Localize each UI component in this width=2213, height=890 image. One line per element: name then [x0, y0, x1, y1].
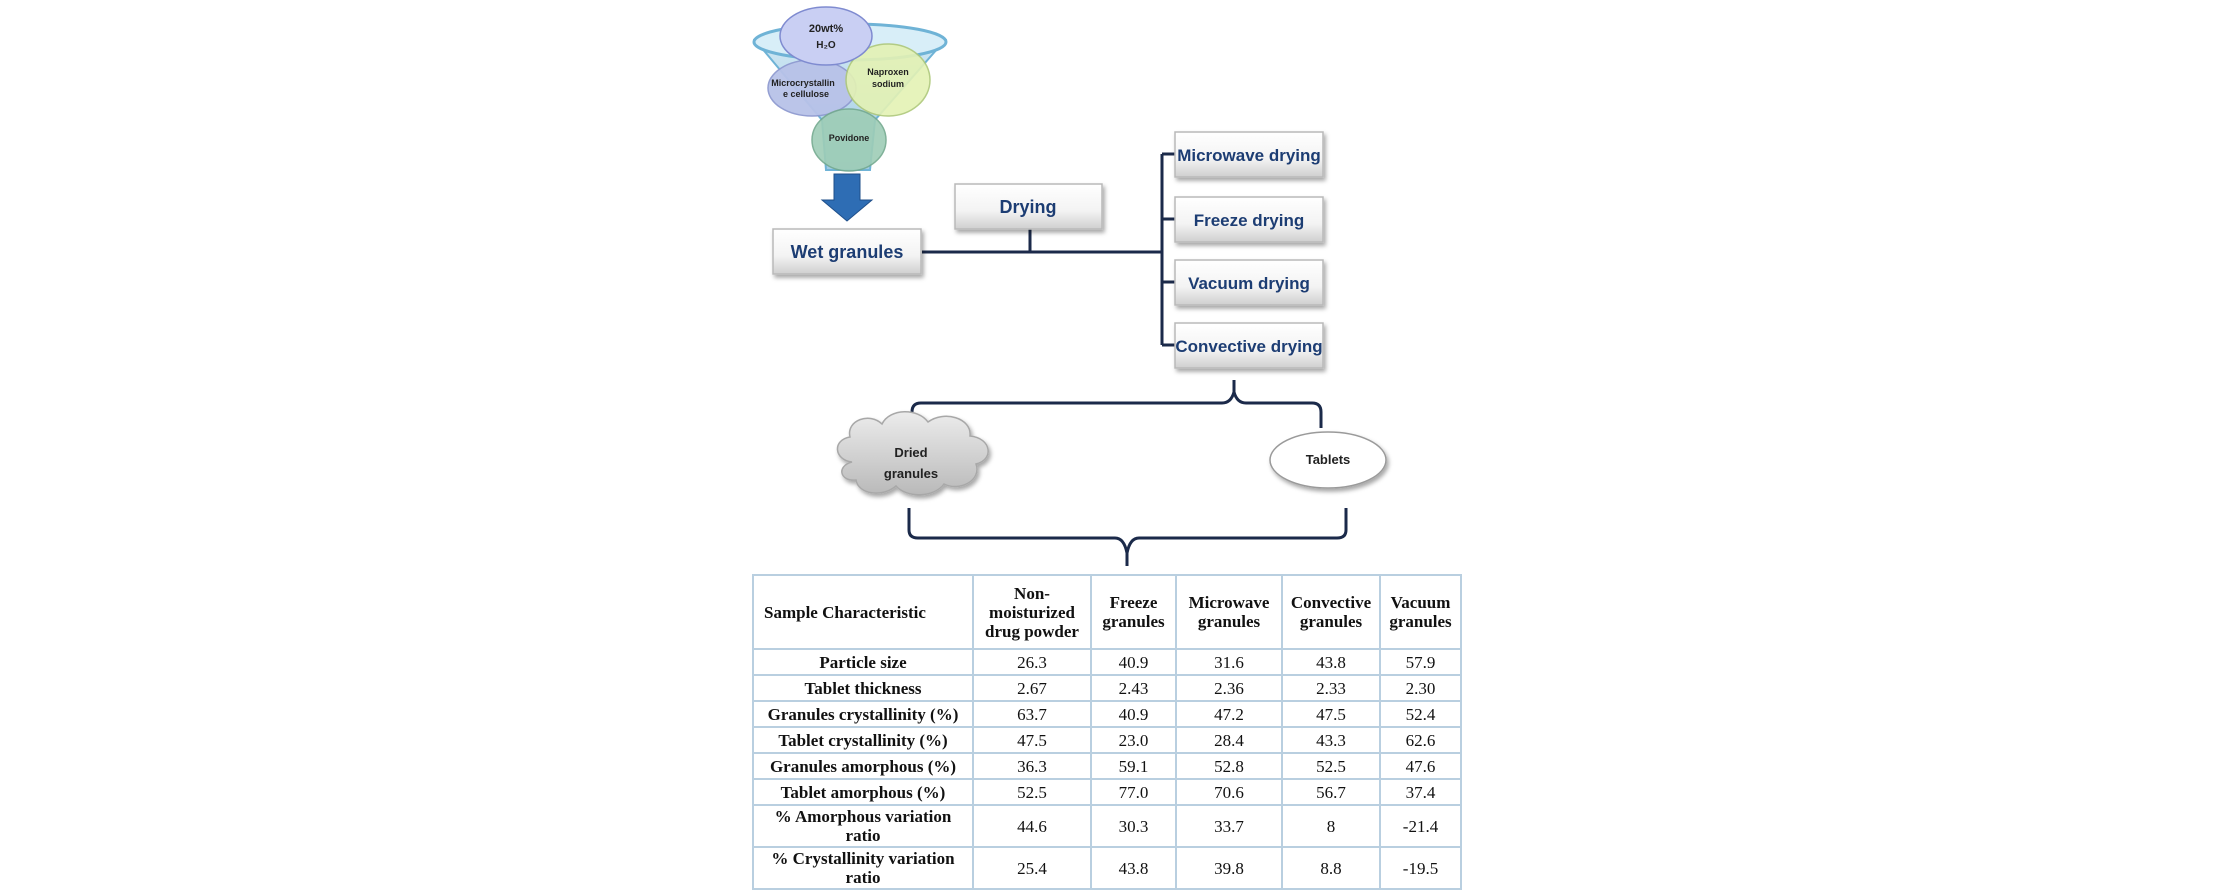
freeze-drying-label: Freeze drying: [1194, 211, 1305, 230]
table-cell: 47.6: [1379, 752, 1462, 780]
table-row: Granules amorphous (%) 36.3 59.1 52.8 52…: [752, 752, 1462, 780]
table-row: % Amorphous variation ratio 44.6 30.3 33…: [752, 804, 1462, 848]
wet-granules-box: Wet granules: [772, 228, 922, 275]
row-label: Granules amorphous (%): [752, 752, 974, 780]
table-cell: 70.6: [1175, 778, 1283, 806]
table-cell: 43.8: [1281, 648, 1381, 676]
vacuum-drying-label: Vacuum drying: [1188, 274, 1310, 293]
naproxen-label-line2: sodium: [872, 79, 904, 89]
water-label-line1: 20wt%: [809, 23, 843, 35]
table-row: Tablet amorphous (%) 52.5 77.0 70.6 56.7…: [752, 778, 1462, 806]
table-cell: 63.7: [972, 700, 1092, 728]
table-cell: 2.43: [1090, 674, 1177, 702]
table-cell: 52.8: [1175, 752, 1283, 780]
drying-method-convective: Convective drying: [1174, 322, 1324, 369]
column-header: Convective granules: [1281, 574, 1381, 650]
naproxen-label-line1: Naproxen: [867, 67, 909, 77]
table-cell: 62.6: [1379, 726, 1462, 754]
table-cell: 43.3: [1281, 726, 1381, 754]
column-header: Vacuum granules: [1379, 574, 1462, 650]
down-arrow-icon: [820, 173, 874, 222]
table-cell: 26.3: [972, 648, 1092, 676]
dried-granules-label-line2: granules: [884, 466, 938, 481]
drying-label: Drying: [999, 197, 1056, 217]
povidone-label: Povidone: [829, 133, 870, 143]
dried-granules-label-line1: Dried: [894, 445, 927, 460]
table-cell: 57.9: [1379, 648, 1462, 676]
table-cell: 43.8: [1090, 846, 1177, 890]
water-ingredient: [779, 6, 873, 66]
table-header-row: Sample Characteristic Non-moisturized dr…: [752, 574, 1462, 650]
table-cell: 59.1: [1090, 752, 1177, 780]
wet-granules-label: Wet granules: [791, 242, 904, 262]
dried-granules-cloud: Dried granules: [836, 411, 989, 496]
table-cell: 31.6: [1175, 648, 1283, 676]
row-label: Tablet crystallinity (%): [752, 726, 974, 754]
table-cell: 33.7: [1175, 804, 1283, 848]
table-cell: 25.4: [972, 846, 1092, 890]
table-cell: 23.0: [1090, 726, 1177, 754]
table-cell: 47.5: [972, 726, 1092, 754]
table-cell: 40.9: [1090, 648, 1177, 676]
connectors: [907, 152, 1348, 566]
table-cell: 39.8: [1175, 846, 1283, 890]
table-cell: 36.3: [972, 752, 1092, 780]
table-row: Tablet thickness 2.67 2.43 2.36 2.33 2.3…: [752, 674, 1462, 702]
table-cell: 37.4: [1379, 778, 1462, 806]
table-cell: 56.7: [1281, 778, 1381, 806]
water-label-line2: H₂O: [816, 40, 836, 51]
table-cell: 8.8: [1281, 846, 1381, 890]
table-row: Granules crystallinity (%) 63.7 40.9 47.…: [752, 700, 1462, 728]
results-table: Sample Characteristic Non-moisturized dr…: [752, 574, 1462, 890]
naproxen-sodium-ingredient: [845, 43, 931, 117]
ingredient-funnel: 20wt% H₂O Microcrystallin e cellulose Na…: [752, 6, 948, 172]
tablets-label: Tablets: [1306, 452, 1351, 467]
table-cell: 40.9: [1090, 700, 1177, 728]
table-cell: 47.2: [1175, 700, 1283, 728]
table-cell: 77.0: [1090, 778, 1177, 806]
table-cell: 30.3: [1090, 804, 1177, 848]
microcrystalline-cellulose-ingredient: [767, 59, 857, 117]
table-cell: -19.5: [1379, 846, 1462, 890]
row-label: Granules crystallinity (%): [752, 700, 974, 728]
povidone-ingredient: [811, 108, 887, 172]
table-cell: 2.30: [1379, 674, 1462, 702]
mcc-label-line1: Microcrystallin: [771, 78, 835, 88]
convective-drying-label: Convective drying: [1175, 337, 1322, 356]
tablets-shape: Tablets: [1269, 431, 1387, 489]
drying-method-freeze: Freeze drying: [1174, 196, 1324, 243]
table-cell: 2.36: [1175, 674, 1283, 702]
table-cell: 8: [1281, 804, 1381, 848]
table-cell: 28.4: [1175, 726, 1283, 754]
table-cell: -21.4: [1379, 804, 1462, 848]
table-cell: 52.5: [972, 778, 1092, 806]
microwave-drying-label: Microwave drying: [1177, 146, 1321, 165]
drying-method-microwave: Microwave drying: [1174, 131, 1324, 178]
drying-box: Drying: [954, 183, 1103, 230]
mcc-label-line2: e cellulose: [783, 89, 829, 99]
row-label: Tablet thickness: [752, 674, 974, 702]
table-row: Tablet crystallinity (%) 47.5 23.0 28.4 …: [752, 726, 1462, 754]
column-header: Non-moisturized drug powder: [972, 574, 1092, 650]
table-cell: 2.67: [972, 674, 1092, 702]
table-row: % Crystallinity variation ratio 25.4 43.…: [752, 846, 1462, 890]
row-label: Tablet amorphous (%): [752, 778, 974, 806]
column-header: Sample Characteristic: [752, 574, 974, 650]
row-label: % Amorphous variation ratio: [752, 804, 974, 848]
drying-method-vacuum: Vacuum drying: [1174, 259, 1324, 306]
column-header: Freeze granules: [1090, 574, 1177, 650]
table-row: Particle size 26.3 40.9 31.6 43.8 57.9: [752, 648, 1462, 676]
table-cell: 47.5: [1281, 700, 1381, 728]
table-cell: 52.4: [1379, 700, 1462, 728]
table-cell: 2.33: [1281, 674, 1381, 702]
row-label: % Crystallinity variation ratio: [752, 846, 974, 890]
row-label: Particle size: [752, 648, 974, 676]
table-cell: 44.6: [972, 804, 1092, 848]
table-cell: 52.5: [1281, 752, 1381, 780]
column-header: Microwave granules: [1175, 574, 1283, 650]
